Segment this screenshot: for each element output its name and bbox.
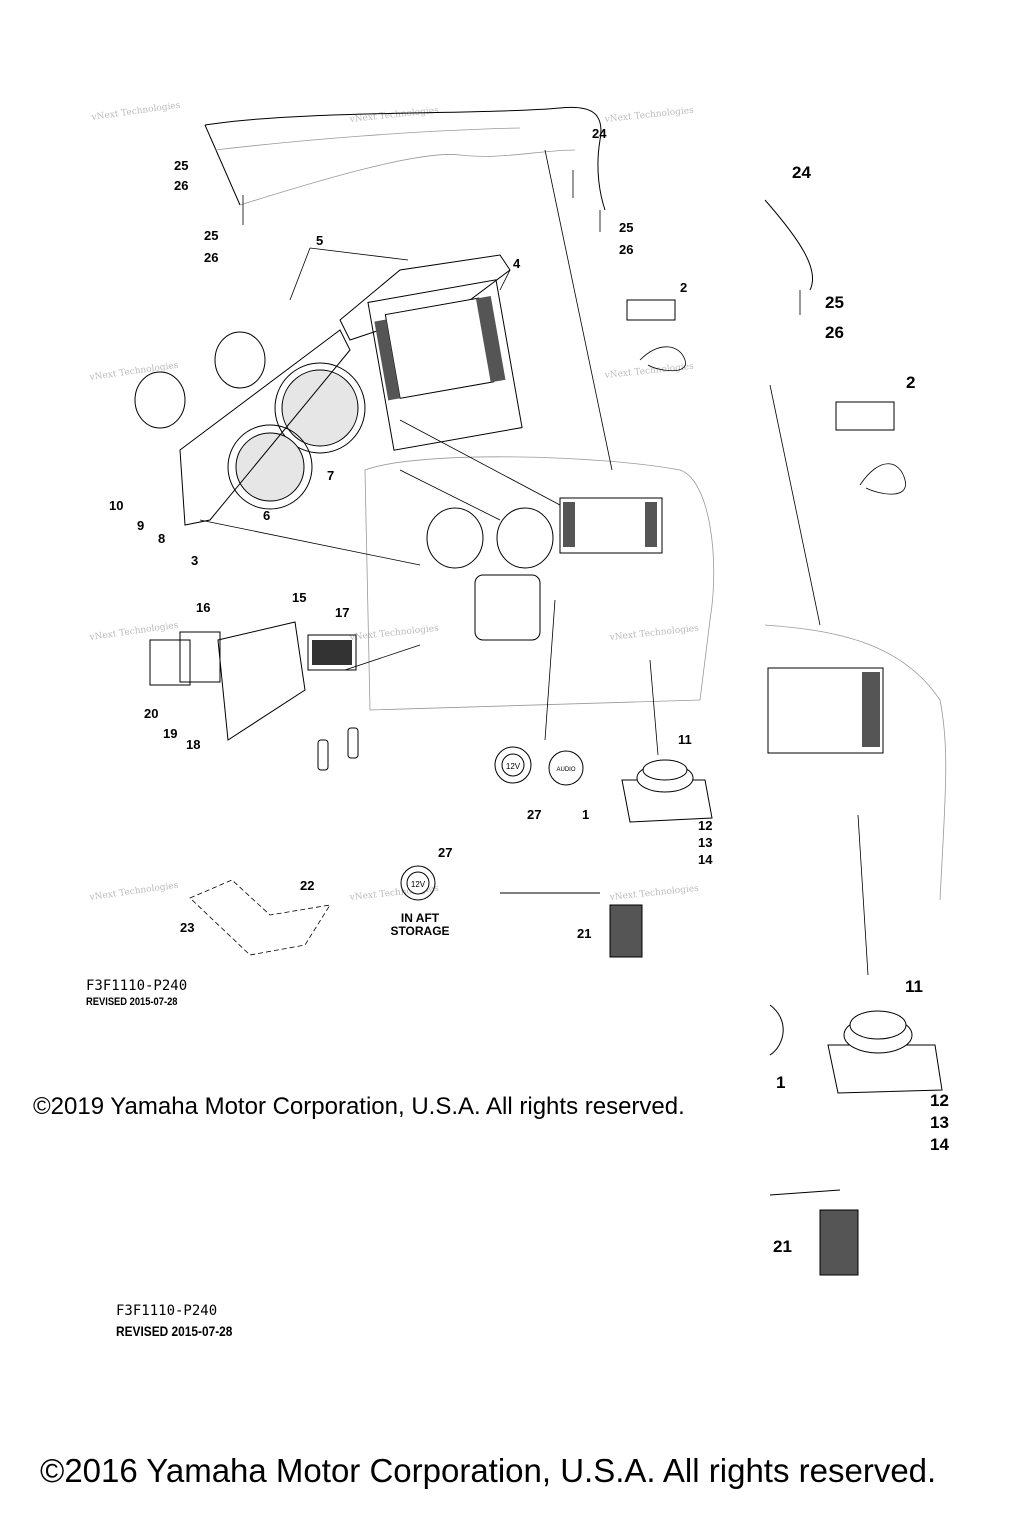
- callout: 24: [592, 126, 607, 141]
- callout: 18: [186, 737, 200, 752]
- callout: 26: [619, 242, 633, 257]
- callout: 25: [619, 220, 633, 235]
- callout: 11: [905, 977, 923, 996]
- callout: 17: [335, 605, 349, 620]
- callout: 3: [191, 553, 198, 568]
- watermark: vNext Technologies: [603, 106, 694, 125]
- callout: 22: [300, 878, 314, 893]
- callout: 13: [930, 1113, 949, 1132]
- console: [364, 456, 715, 711]
- callout: 8: [158, 531, 165, 546]
- dash-panel: [339, 254, 523, 451]
- callout: 5: [316, 233, 323, 248]
- callout: 16: [196, 600, 210, 615]
- callout: 1: [776, 1073, 785, 1092]
- watermark: vNext Technologies: [90, 101, 181, 124]
- callout: 4: [513, 256, 521, 271]
- watermark: vNext Technologies: [88, 361, 179, 384]
- callout: 26: [825, 323, 844, 342]
- callout: 6: [263, 508, 270, 523]
- callout: 19: [163, 726, 177, 741]
- watermark: vNext Technologies: [608, 624, 699, 643]
- callout: 26: [204, 250, 218, 265]
- socket-12v-label: 12V: [506, 762, 521, 771]
- panel-3: [179, 329, 351, 526]
- callout: 7: [327, 468, 334, 483]
- callout: 27: [527, 807, 541, 822]
- callout: 25: [204, 228, 218, 243]
- callout: 21: [773, 1237, 792, 1256]
- socket-12v-label: 12V: [411, 880, 426, 889]
- callout: 9: [137, 518, 144, 533]
- leader-lines: [199, 149, 659, 756]
- transducer: [500, 892, 859, 1276]
- revision-date: REVISED 2015-07-28: [86, 996, 178, 1008]
- zoom-right: [764, 199, 947, 1056]
- callout: 23: [180, 920, 194, 935]
- callout: 14: [698, 852, 713, 867]
- callout: 20: [144, 706, 158, 721]
- diagram-code: F3F1110-P240: [86, 978, 188, 994]
- callout: 2: [906, 373, 915, 392]
- callout: 12: [698, 818, 712, 833]
- callout: 14: [930, 1135, 949, 1154]
- callout: 25: [174, 158, 188, 173]
- watermark: vNext Technologies: [603, 362, 694, 381]
- audio-label: AUDIO: [556, 767, 575, 773]
- callout: 1: [582, 807, 589, 822]
- callout: 26: [174, 178, 188, 193]
- watermark: vNext Technologies: [348, 624, 439, 643]
- callout: 25: [825, 293, 844, 312]
- watermark: vNext Technologies: [88, 881, 179, 904]
- callout: 27: [438, 845, 452, 860]
- callout: 13: [698, 835, 712, 850]
- callout: 21: [577, 926, 591, 941]
- copyright-notice: ©2019 Yamaha Motor Corporation, U.S.A. A…: [33, 1093, 685, 1120]
- revision-date: REVISED 2015-07-28: [116, 1323, 233, 1339]
- visor-part: [204, 106, 606, 232]
- watermarks: vNext Technologies vNext Technologies vN…: [88, 101, 700, 904]
- callout: 2: [680, 280, 687, 295]
- callout: 12: [930, 1091, 949, 1110]
- callouts: 24 24 25 26 25 26 25 26 25 26 5 4 2 2 7 …: [109, 126, 949, 1256]
- relay-box: [626, 299, 906, 495]
- copyright-notice: ©2016 Yamaha Motor Corporation, U.S.A. A…: [40, 1452, 937, 1489]
- callout: 11: [678, 732, 692, 747]
- diagram-code: F3F1110-P240: [116, 1303, 218, 1319]
- socket-and-audio: 12V AUDIO 12V: [400, 746, 584, 901]
- callout: 15: [292, 590, 306, 605]
- callout: 10: [109, 498, 123, 513]
- watermark: vNext Technologies: [348, 106, 439, 125]
- keys: [317, 727, 359, 771]
- aft-storage-note: IN AFT STORAGE: [390, 911, 450, 938]
- switch-panel: [149, 621, 357, 741]
- watermark: vNext Technologies: [608, 884, 699, 903]
- joystick: [621, 759, 943, 1094]
- gauges: [134, 331, 366, 510]
- callout: 24: [792, 163, 811, 182]
